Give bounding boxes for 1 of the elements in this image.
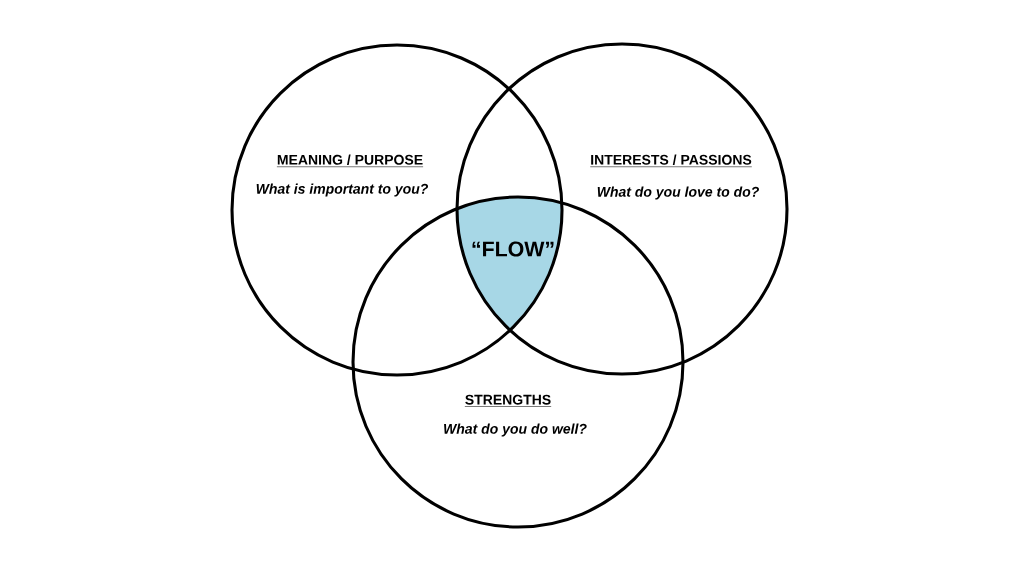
flow-region: “FLOW” bbox=[457, 197, 562, 374]
